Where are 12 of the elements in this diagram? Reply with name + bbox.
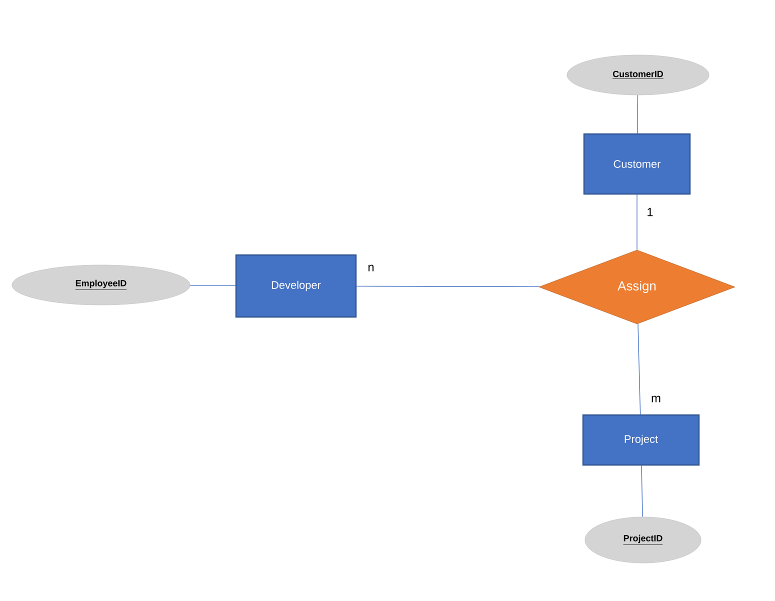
entity-box: Developer	[235, 254, 357, 318]
entity-box: Customer	[583, 133, 691, 195]
cardinality-label: m	[652, 396, 660, 402]
connector-line	[638, 323, 641, 415]
connector-line	[356, 286, 540, 288]
connector-line	[636, 194, 638, 250]
connector-line	[190, 285, 236, 286]
cardinality-label: 1	[648, 208, 653, 216]
connector-line	[637, 94, 638, 134]
connector-line	[641, 465, 643, 518]
entity-box: Project	[582, 414, 700, 466]
cardinality-label: n	[368, 264, 374, 272]
